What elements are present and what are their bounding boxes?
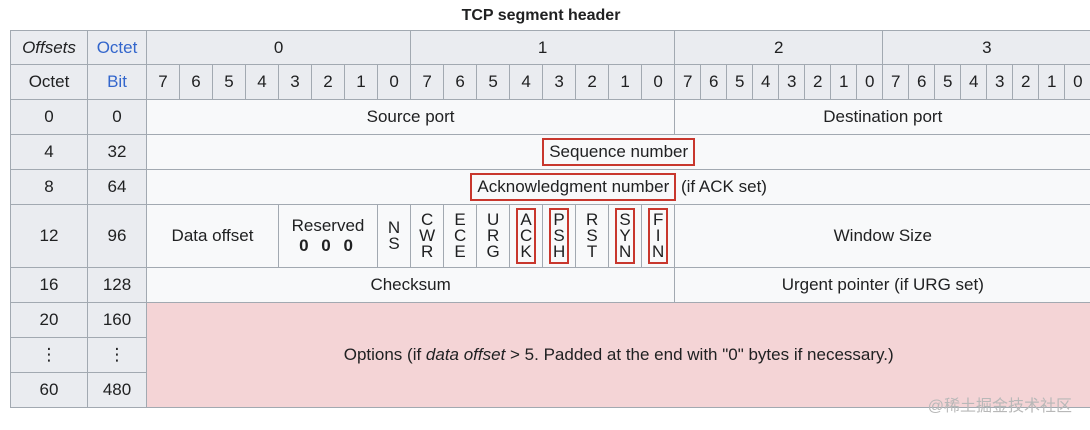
bit-number: 4 [960,64,988,100]
bit-number: 4 [509,64,544,100]
bit-number: 6 [908,64,936,100]
bit-number: 3 [778,64,806,100]
ack-condition-label: (if ACK set) [680,177,767,196]
bit-number: 5 [212,64,246,100]
bit-number: 5 [476,64,511,100]
bit-number: 1 [608,64,643,100]
bit-number: 7 [882,64,910,100]
data-offset-field: Data offset [146,204,279,268]
row-ellipsis: ⋮ ⋮ [10,337,1090,373]
row-bit-offset: 32 [87,134,147,170]
octet-header-link[interactable]: Octet [87,30,147,65]
options-suffix: > 5. Padded at the end with "0" bytes if… [505,345,894,364]
row-octet-4: 4 32 Sequence number [10,134,1090,170]
watermark: @稀土掘金技术社区 [927,398,1072,415]
octet-2-header: 2 [674,30,884,65]
diagram-caption: TCP segment header [461,7,621,24]
row-octet-offset: ⋮ [10,337,88,373]
octet-link[interactable]: Octet [96,37,138,57]
bit-link[interactable]: Bit [107,72,127,91]
bit-number: 1 [830,64,858,100]
window-size-field: Window Size [674,204,1090,268]
row-octet-0: 0 0 Source port Destination port [10,99,1090,135]
row-octet-offset: 8 [10,169,88,205]
row-bit-offset: 128 [87,267,147,303]
checksum-field: Checksum [145,267,676,303]
bit-number: 0 [856,64,884,100]
bit-number: 2 [311,64,345,100]
row-octet-60: 60 480 [10,372,1090,408]
bit-number: 0 [1064,64,1090,100]
bit-number: 3 [542,64,577,100]
bit-number: 6 [443,64,478,100]
row-bit-offset: 64 [87,169,147,205]
bit-number: 2 [804,64,832,100]
row-octet-20: 20 160 Options (if data offset > 5. Padd… [10,302,1090,408]
row-octet-offset: 0 [10,99,88,135]
tcp-header-table: Offsets Octet 0 1 2 3 Octet Bit 7 6 5 4 … [10,30,1090,408]
octet-column-header: Octet [10,64,88,100]
row-bit-offset: 96 [87,204,147,268]
offsets-header: Offsets [10,30,88,65]
row-octet-offset: 16 [10,267,88,303]
bit-header-link[interactable]: Bit [87,64,147,100]
sequence-number-field: Sequence number [145,134,1090,170]
row-octet-16: 16 128 Checksum Urgent pointer (if URG s… [10,267,1090,303]
bit-number: 7 [146,64,180,100]
acknowledgment-number-label: Acknowledgment number [470,173,677,201]
reserved-label: Reserved [291,216,365,235]
bit-number: 0 [641,64,676,100]
destination-port-field: Destination port [674,99,1090,135]
row-bit-offset: ⋮ [87,337,147,373]
bit-number: 1 [1038,64,1066,100]
octet-0-header: 0 [145,30,412,65]
bit-number: 4 [245,64,279,100]
octet-1-header: 1 [410,30,676,65]
bit-header-row: Octet Bit 7 6 5 4 3 2 1 0 7 6 5 4 3 2 1 … [10,64,1090,100]
bit-number: 1 [344,64,378,100]
row-bit-offset: 0 [87,99,147,135]
bit-number: 7 [410,64,445,100]
bit-number: 2 [575,64,610,100]
row-octet-8: 8 64 Acknowledgment number (if ACK set) [10,169,1090,205]
bit-number: 5 [934,64,962,100]
reserved-bits: 0 0 0 [299,236,357,255]
bit-number: 6 [179,64,213,100]
bit-number: 3 [278,64,312,100]
bit-number: 2 [1012,64,1040,100]
acknowledgment-number-field: Acknowledgment number (if ACK set) [145,169,1090,205]
bit-number: 7 [674,64,702,100]
urgent-pointer-field: Urgent pointer (if URG set) [674,267,1090,303]
octet-3-header: 3 [882,30,1090,65]
row-octet-offset: 60 [10,372,88,408]
row-bit-offset: 160 [87,302,147,338]
options-data-offset: data offset [425,345,506,364]
options-field: Options (if data offset > 5. Padded at t… [145,302,1090,408]
sequence-number-label: Sequence number [542,138,696,166]
row-octet-offset: 4 [10,134,88,170]
row-octet-offset: 20 [10,302,88,338]
bit-number: 0 [376,64,412,100]
bit-number: 6 [700,64,728,100]
options-prefix: Options (if [343,345,426,364]
bit-number: 5 [726,64,754,100]
source-port-field: Source port [145,99,676,135]
row-bit-offset: 480 [87,372,147,408]
reserved-field: Reserved 0 0 0 [278,204,378,268]
octet-header-row: Offsets Octet 0 1 2 3 [10,30,1090,65]
bit-number: 4 [752,64,780,100]
bit-number: 3 [986,64,1014,100]
row-octet-offset: 12 [10,204,88,268]
